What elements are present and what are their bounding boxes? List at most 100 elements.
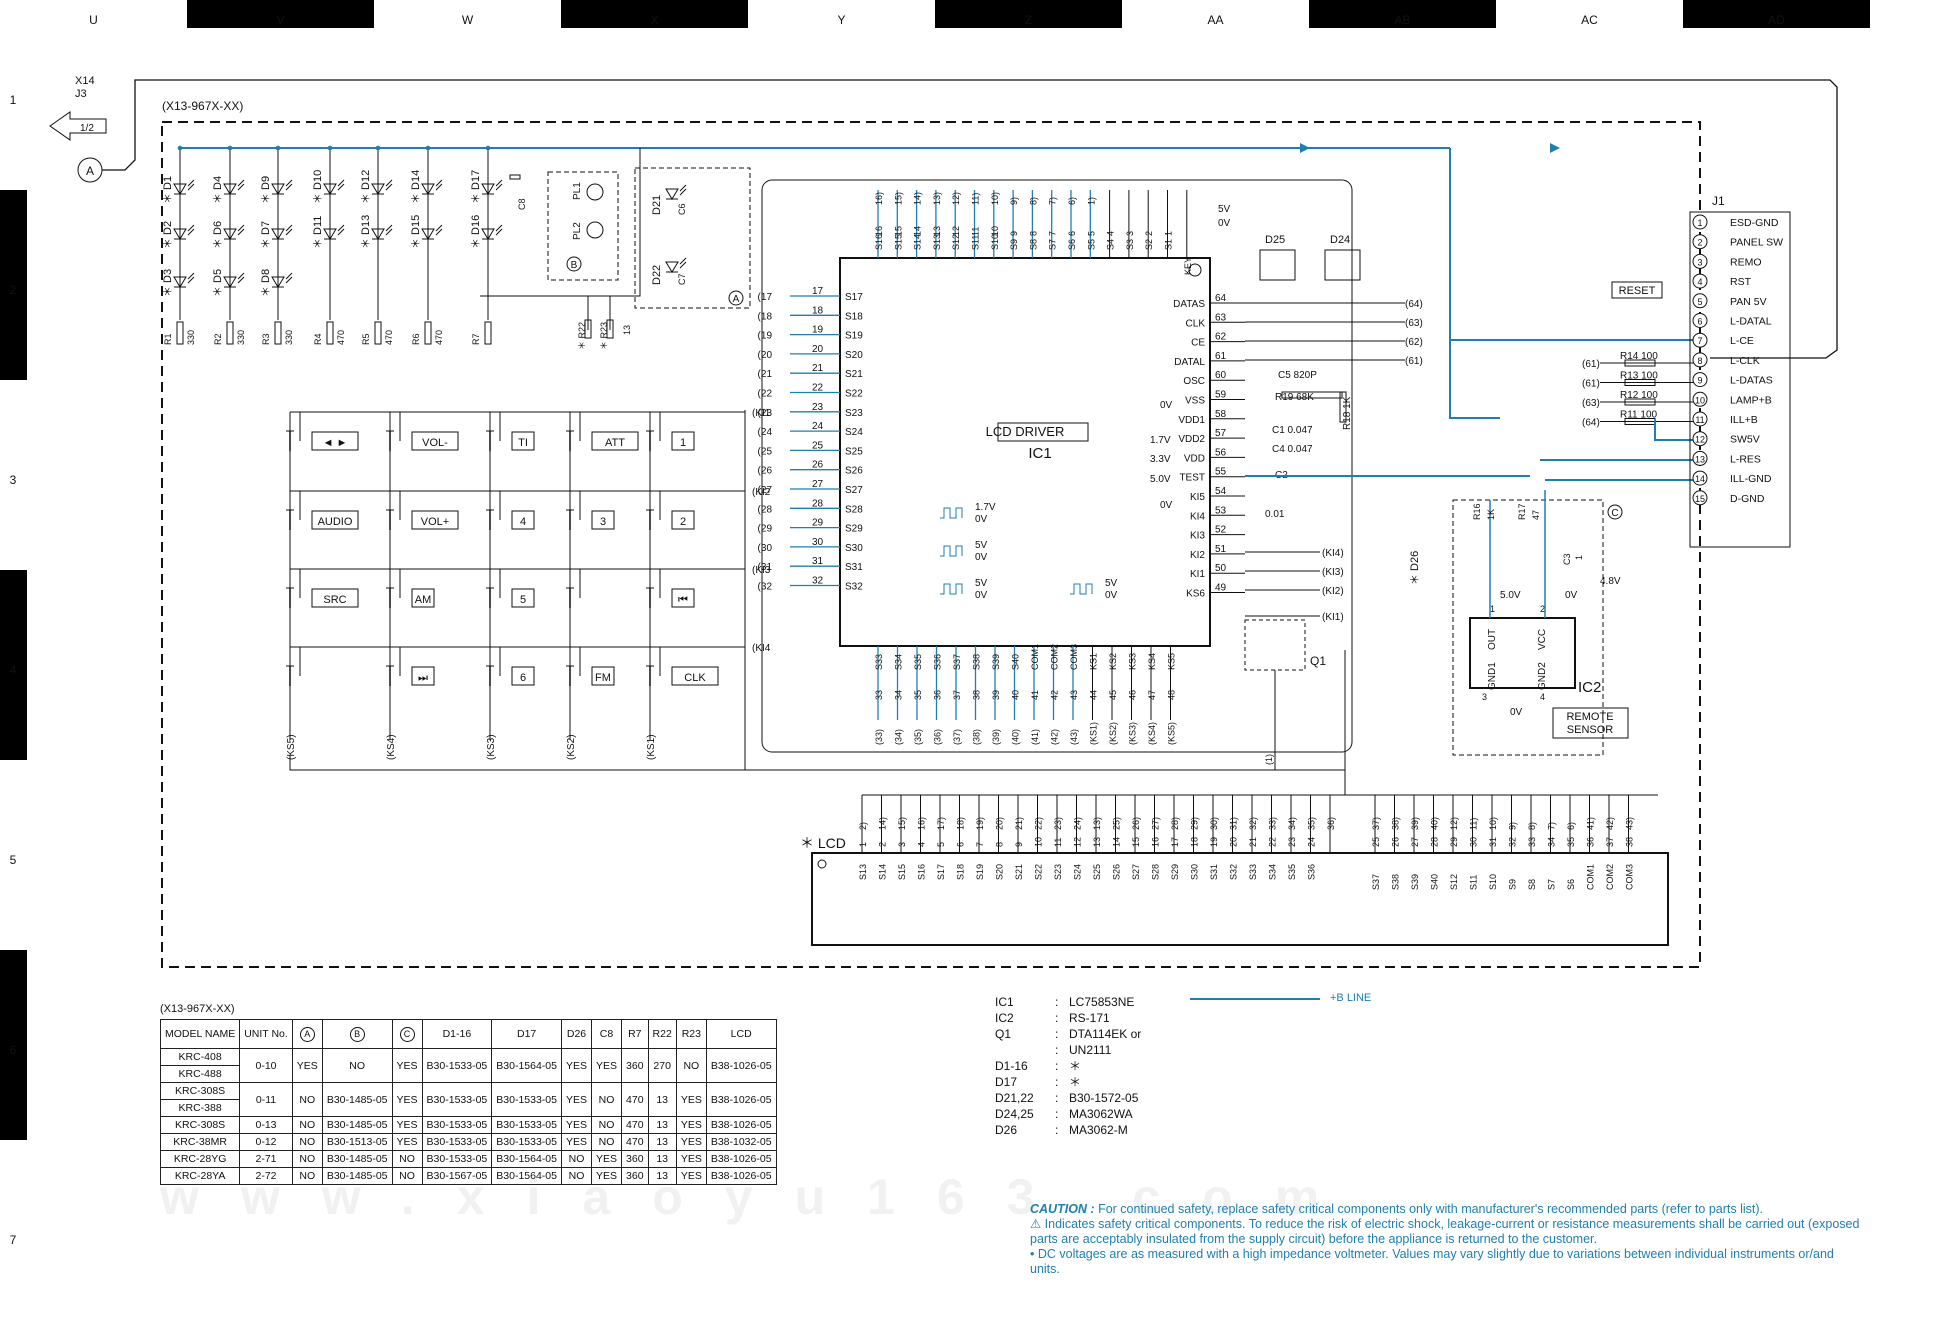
ic1-left-pin-no: 19 [812,325,824,336]
key-label: 1 [680,437,686,449]
ic1-top-net: 7) [1048,197,1058,205]
lcd-pin-no: 1 [858,842,868,847]
table-cell: B30-1533-05 [421,1116,493,1134]
resistor-value: 470 [434,330,444,345]
ic2-chip [1469,617,1576,689]
table-row: KRC-488 [159,1065,777,1083]
table-cell: 13 [647,1150,677,1168]
ic1-left-net: (31 [758,562,773,573]
j1-pin [1692,293,1708,309]
b-line [1449,148,1500,419]
ic1-left-sig: S29 [845,524,863,535]
table-cell: 360 [621,1167,649,1185]
ruler-cell [187,0,374,28]
lcd-net: 8) [1527,822,1537,830]
led-D10 [323,183,337,195]
resistor-R3 [274,321,282,345]
ic1-left-sig: S18 [845,311,863,322]
ic1-top-sig: S4 [1106,239,1116,250]
net-label: (64) [1405,299,1423,310]
lcd-seg: S28 [1151,864,1161,880]
resistor-ref: R7 [471,333,481,345]
volt-label: 5V [1218,204,1231,215]
ruler-col-label: AB [1394,13,1410,27]
ic2-volt: 5.0V [1500,590,1521,601]
key-CLK [671,666,719,686]
lcd-seg: S40 [1430,874,1440,890]
led-ray [495,228,503,236]
j1-pin-no: 5 [1697,297,1702,307]
ic1-bot-sig: S40 [1011,654,1021,670]
resistor-r19 [1281,391,1343,399]
key-◄► [311,431,359,451]
led-ray [285,183,293,191]
lcd-net: 7) [1547,822,1557,830]
ki-label: (KI3 [752,565,771,576]
waveform [940,583,963,595]
diode-d24 [1324,249,1361,281]
parts-colon: : [1055,995,1059,1009]
led-D1 [173,183,187,195]
j1-pin [1692,372,1708,388]
pl1-lamp [586,183,604,201]
key-⏮ [671,588,695,608]
led-ray [337,228,345,236]
lcd-seg: S31 [1209,864,1219,880]
parts-value: ＊ [1069,1059,1082,1073]
ic1-bot-pin-no: 35 [913,690,923,700]
resistor-r22 [584,319,592,339]
led-label: ＊ D7 [260,221,272,249]
ruler-col-label: Z [1025,13,1032,27]
ruler-row-cell [0,380,27,570]
lcd-pin-no: 19 [1209,837,1219,847]
net-label: (61) [1582,379,1600,390]
led-ray [237,224,245,232]
table-cell: B38-1026-05 [705,1082,777,1117]
ic1-left-net: (24 [758,427,773,438]
ic1-top-sig: S7 [1048,239,1058,250]
table-cell: B30-1485-05 [321,1082,393,1117]
j1-pin-name: L-RES [1730,453,1761,465]
table-cell: B38-1026-05 [705,1048,777,1083]
key-label: ⏭ [418,672,428,684]
table-cell: KRC-388 [159,1099,241,1117]
ks-label: (KS2) [566,734,577,760]
volt-label: 0V [1160,400,1173,411]
resistor-value: 330 [236,330,246,345]
ic1-name: LCD DRIVER [986,424,1065,439]
ic1-top-net: 11) [971,193,981,205]
ic1-bot-pin-no: 42 [1050,690,1060,700]
table-header: MODEL NAME [159,1019,241,1049]
key-TI [511,431,535,451]
lcd-seg: S22 [1034,864,1044,880]
parts-row: D1-16:＊ [995,1058,1141,1074]
ic1-top-net: 16) [874,192,884,205]
lcd-pin-no: 20 [1229,837,1239,847]
lcd-pin-no: 4 [917,842,927,847]
j1-pin-no: 14 [1695,474,1705,484]
bus-arrow [1550,143,1560,153]
ic1-right-pin-no: 62 [1215,332,1227,343]
c1-label: C1 0.047 [1272,425,1313,436]
r16-value: 1K [1486,509,1496,520]
ruler-row-label: 7 [10,1233,17,1247]
ic1-bot-sig: S33 [874,654,884,670]
ic1-bot-pin-no: 38 [972,690,982,700]
table-cell: B38-1032-05 [705,1133,777,1151]
ic1-right-sig: OSC [1183,376,1205,387]
ic1-bot-net: (KS1) [1089,722,1099,745]
table-cell: KRC-488 [159,1065,241,1083]
table-cell: NO [560,1150,593,1168]
ic1-bot-pin-no: 47 [1147,690,1157,700]
ruler-cell [0,0,187,28]
led-ray [435,179,443,187]
lcd-pin-no: 9 [1014,842,1024,847]
ic2-volt: 0V [1565,590,1578,601]
ic1-left-net: (20 [758,350,773,361]
table-cell: NO [590,1082,623,1117]
resistor-value: 330 [284,330,294,345]
ic1-bot-net: (KS4) [1147,722,1157,745]
net-label: (62) [1405,337,1423,348]
